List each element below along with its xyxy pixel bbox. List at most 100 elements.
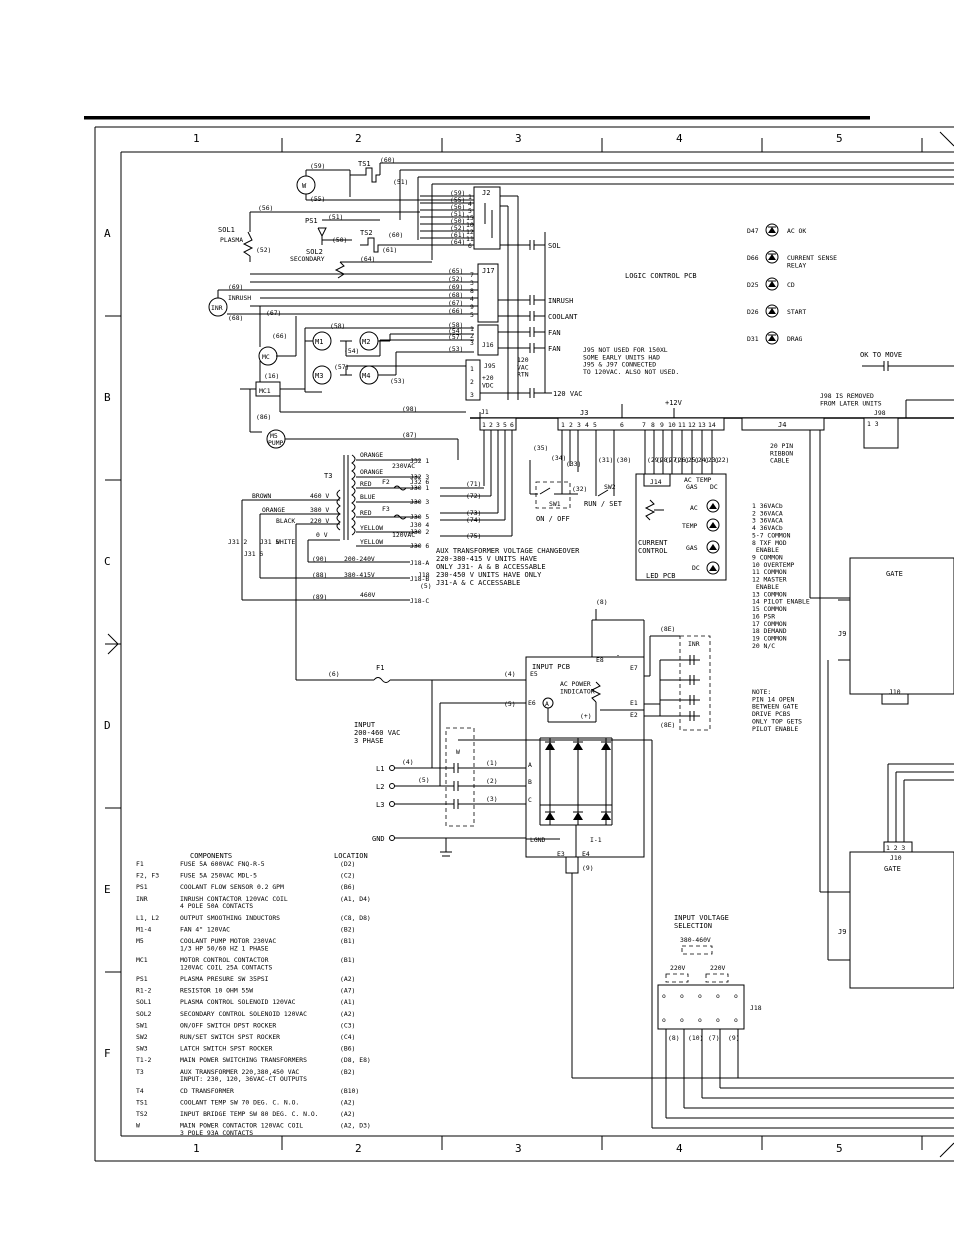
j2-pin-15: 15 (466, 214, 474, 222)
legend-ref: W (136, 1122, 140, 1130)
mc1-label: MC1 (259, 387, 271, 395)
j2-wire-50: (50) (450, 217, 465, 225)
fan-motors: M1 M2 M3 M4 (58) (54) (57) (53) (304, 322, 474, 393)
j2-pin-11: 11 (466, 235, 474, 243)
led-pcb-diode-icon (709, 503, 717, 509)
j9-top-label: J9 (838, 630, 846, 638)
j18-pin-e-bottom: o (734, 1016, 738, 1024)
e3-label: E3 (557, 850, 565, 858)
wire-67: (67) (266, 309, 281, 317)
wire-58: (58) (330, 322, 345, 330)
fan-outputs: FAN FAN (529, 327, 561, 353)
wire-26: (26) (674, 456, 689, 464)
input-bridge-rectifier (545, 738, 611, 825)
phase-b-label: B (528, 778, 532, 786)
legend-ref: PS1 (136, 975, 148, 983)
wire-89: (89) (312, 593, 327, 601)
j98-pins: 1 3 (867, 420, 879, 428)
j3-pin-2: 2 (569, 421, 573, 429)
wire-60: (60) (380, 156, 395, 164)
led-pcb-diode-icon (709, 522, 717, 528)
f3-label: F3 (382, 505, 390, 513)
v220v-label-2: 220V (710, 964, 726, 972)
inrush-out-label: INRUSH (548, 297, 573, 305)
sol1-solenoid: SOL1 PLASMA (56) (52) (218, 204, 420, 262)
yellow-label-2: YELLOW (360, 538, 383, 546)
led-diode-icon (768, 281, 776, 287)
j32-6: J32 6 (410, 478, 429, 486)
coolant-out-label: COOLANT (548, 313, 578, 321)
legend-location: (D2) (340, 860, 355, 868)
col-label-bottom-3: 3 (515, 1142, 522, 1155)
legend-desc: ON/OFF SWITCH DPST ROCKER (180, 1021, 276, 1029)
legend-ref: T4 (136, 1087, 144, 1095)
wire-88: (88) (312, 571, 327, 579)
j3-pin-3: 3 (577, 421, 581, 429)
j10-bottom-pins: 1 2 3 (886, 844, 905, 852)
mc1-contactor: MC1 (16) (86) (98) (240, 360, 466, 433)
j98-label: J98 (874, 409, 886, 417)
j18-wire-7: (7) (708, 1034, 720, 1042)
j16-pin-2: 2 (470, 332, 474, 340)
legend-desc: PLASMA CONTROL SOLENOID 120VAC (180, 998, 296, 1006)
sol-output: SOL (529, 240, 561, 250)
ps1-label: PS1 (305, 217, 318, 225)
j3-pin-7: 7 (642, 421, 646, 429)
v120vac-label: 120 VAC (553, 390, 583, 398)
wire-51-a: (51) (393, 178, 408, 186)
wire-61: (61) (382, 246, 397, 254)
legend-ref: MC1 (136, 956, 148, 964)
j17-pin-8: 8 (470, 287, 474, 295)
m4-label: M4 (362, 372, 370, 380)
j16-label: J16 (482, 341, 494, 349)
col-label-top-3: 3 (515, 132, 522, 145)
plus-label: (+) (580, 712, 592, 720)
w-contacts-label: W (456, 748, 460, 756)
led-ref: D66 (747, 254, 759, 262)
legend-ref: SW1 (136, 1021, 148, 1029)
legend-location: (A2) (340, 1010, 355, 1018)
wire-29: (29) (647, 456, 662, 464)
wire-56: (56) (258, 204, 273, 212)
mc-coil-label: MC (262, 353, 270, 361)
j3-pin-12: 12 (688, 421, 696, 429)
gate-top-label: GATE (886, 570, 903, 578)
j16-wire-53: (53) (448, 345, 463, 353)
led-circle (765, 304, 779, 318)
row-label-d: D (104, 719, 111, 732)
j2-pin-12: 12 (466, 228, 474, 236)
legend-desc: CD TRANSFORMER (180, 1087, 234, 1095)
wire-8-top: (8) (596, 598, 608, 606)
j30-6: J30 6 (410, 542, 429, 550)
j1-connector: J1 1 2 3 5 6 (479, 408, 517, 536)
e7-label: E7 (630, 664, 638, 672)
ammeter-label: A (545, 700, 549, 708)
j18-pin-b-bottom: o (680, 1016, 684, 1024)
legend-location: (A2) (340, 1098, 355, 1106)
wire-69: (69) (228, 283, 243, 291)
j18-pin-c-bottom: o (698, 1016, 702, 1024)
legend-desc: COOLANT FLOW SENSOR 0.2 GPM (180, 883, 284, 891)
wire-32: (32) (572, 485, 587, 493)
row-label-e: E (104, 883, 111, 896)
wire-87: (87) (402, 431, 417, 439)
wire-34: (34) (551, 454, 566, 462)
j2-pin-6: 6 (468, 242, 472, 250)
input-pcb-label: INPUT PCB (532, 663, 570, 671)
legend-ref: L1, L2 (136, 914, 159, 922)
f1-fuse: F1 (6) (4) (296, 664, 526, 683)
j1-pin-1: 1 (482, 421, 486, 429)
sw1-label: SW1 (549, 500, 561, 508)
